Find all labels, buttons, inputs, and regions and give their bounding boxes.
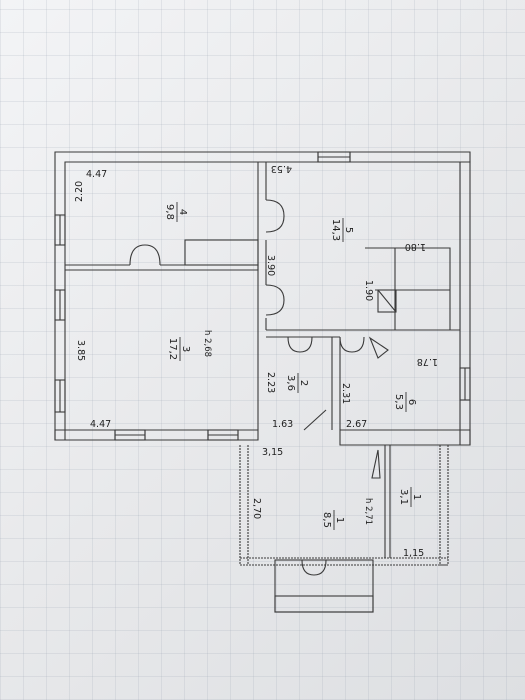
room-number: 1 xyxy=(411,494,422,500)
veranda-wall xyxy=(239,445,249,566)
outer-wall xyxy=(54,429,116,441)
veranda-wall xyxy=(439,445,449,566)
room-label-1: 1 8,5 xyxy=(321,510,345,530)
room-area: 3,1 xyxy=(398,489,409,505)
veranda-wall xyxy=(240,557,448,566)
outer-wall xyxy=(459,161,471,446)
room-number: 5 xyxy=(343,227,354,233)
porch xyxy=(274,559,374,613)
room-label-6: 6 5,3 xyxy=(393,392,417,412)
room-area: 8,5 xyxy=(321,512,332,528)
dim-veranda-bottom: 1,15 xyxy=(403,548,424,559)
room-number: 2 xyxy=(298,380,309,386)
ceiling-height-main: h 2,68 xyxy=(202,330,212,357)
outer-wall xyxy=(144,429,209,441)
room-number: 6 xyxy=(406,399,417,405)
outer-wall xyxy=(54,151,319,441)
dim-room2-side: 2.23 xyxy=(265,372,276,393)
partition-wall xyxy=(266,329,460,430)
room-number: 1 xyxy=(334,517,345,523)
dim-room3-bottom: 4.47 xyxy=(90,419,111,430)
dim-room3-side: 3.85 xyxy=(75,340,86,361)
dim-room2-bottom: 1.63 xyxy=(272,419,293,430)
dim-room34-partition: 3.90 xyxy=(265,255,276,276)
outer-wall xyxy=(339,429,471,446)
room-area: 5,3 xyxy=(393,394,404,410)
outer-wall xyxy=(349,151,471,163)
room-number: 4 xyxy=(177,209,188,215)
ceiling-height-veranda: h 2,71 xyxy=(363,498,373,525)
room-label-3: 3 17,2 xyxy=(167,337,191,361)
room-number: 3 xyxy=(180,346,191,352)
partition-wall xyxy=(65,264,259,271)
partition-wall xyxy=(257,162,267,430)
door-swing xyxy=(129,199,365,576)
room-label-4: 4 9,8 xyxy=(164,202,188,222)
dim-room5-mid: 1.80 xyxy=(405,241,426,252)
stove xyxy=(184,239,259,266)
room-label-2: 2 3,6 xyxy=(285,373,309,393)
room-area: 3,6 xyxy=(285,375,296,391)
room-area: 14,3 xyxy=(330,219,341,241)
dim-room5-top: 4.53 xyxy=(271,163,292,174)
dim-room5-inner: 1.90 xyxy=(363,280,374,301)
dim-veranda-top: 3,15 xyxy=(262,447,283,458)
dim-room4-top: 4.47 xyxy=(86,169,107,180)
room-label-5: 5 14,3 xyxy=(330,218,354,242)
dim-veranda-side: 2,70 xyxy=(251,498,262,519)
dim-room4-side: 2.20 xyxy=(74,181,85,202)
room-area: 17,2 xyxy=(167,338,178,360)
dim-room6-side: 2.31 xyxy=(340,383,351,404)
kitchen-block xyxy=(365,247,451,330)
room-label-veranda: 1 3,1 xyxy=(398,487,422,507)
room-area: 9,8 xyxy=(164,204,175,220)
dim-room6-bottom: 2.67 xyxy=(346,419,367,430)
dim-room6-top: 1.78 xyxy=(417,356,438,367)
outer-wall xyxy=(237,429,259,441)
